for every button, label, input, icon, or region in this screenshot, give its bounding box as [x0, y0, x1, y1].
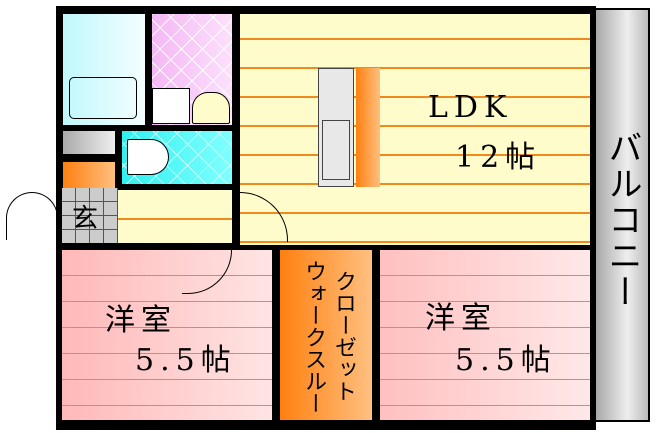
- entrance-door[interactable]: [6, 192, 58, 240]
- kitchen-strip: [356, 68, 380, 187]
- western-room-west: [62, 250, 272, 420]
- west-room-label: 洋室: [105, 303, 177, 338]
- balcony-label: バルコニー: [602, 130, 642, 310]
- sink-icon: [192, 92, 230, 124]
- bathtub-icon: [69, 77, 137, 119]
- shoe-closet: [63, 162, 115, 188]
- ldk-label: LDK: [428, 90, 513, 125]
- closet-label-1: クローゼット: [331, 270, 356, 402]
- entrance: [62, 188, 118, 243]
- entrance-label: 玄: [72, 204, 105, 234]
- closet-label-2: ウォークスルー: [301, 260, 326, 414]
- western-room-east: [380, 250, 590, 420]
- storage: [63, 131, 115, 154]
- kitchen-counter: [318, 68, 354, 187]
- east-room-label: 洋室: [425, 301, 497, 336]
- west-room-size: 5.5帖: [135, 343, 237, 378]
- kitchen-sink-icon: [322, 120, 350, 180]
- hallway: [118, 190, 232, 243]
- toilet-icon: [127, 139, 169, 175]
- bathroom: [63, 14, 145, 125]
- walk-through-closet: [280, 250, 372, 420]
- washing-machine-icon: [152, 88, 190, 124]
- east-room-size: 5.5帖: [455, 343, 557, 378]
- ldk-size: 12帖: [455, 140, 542, 175]
- ldk-room: [240, 14, 590, 245]
